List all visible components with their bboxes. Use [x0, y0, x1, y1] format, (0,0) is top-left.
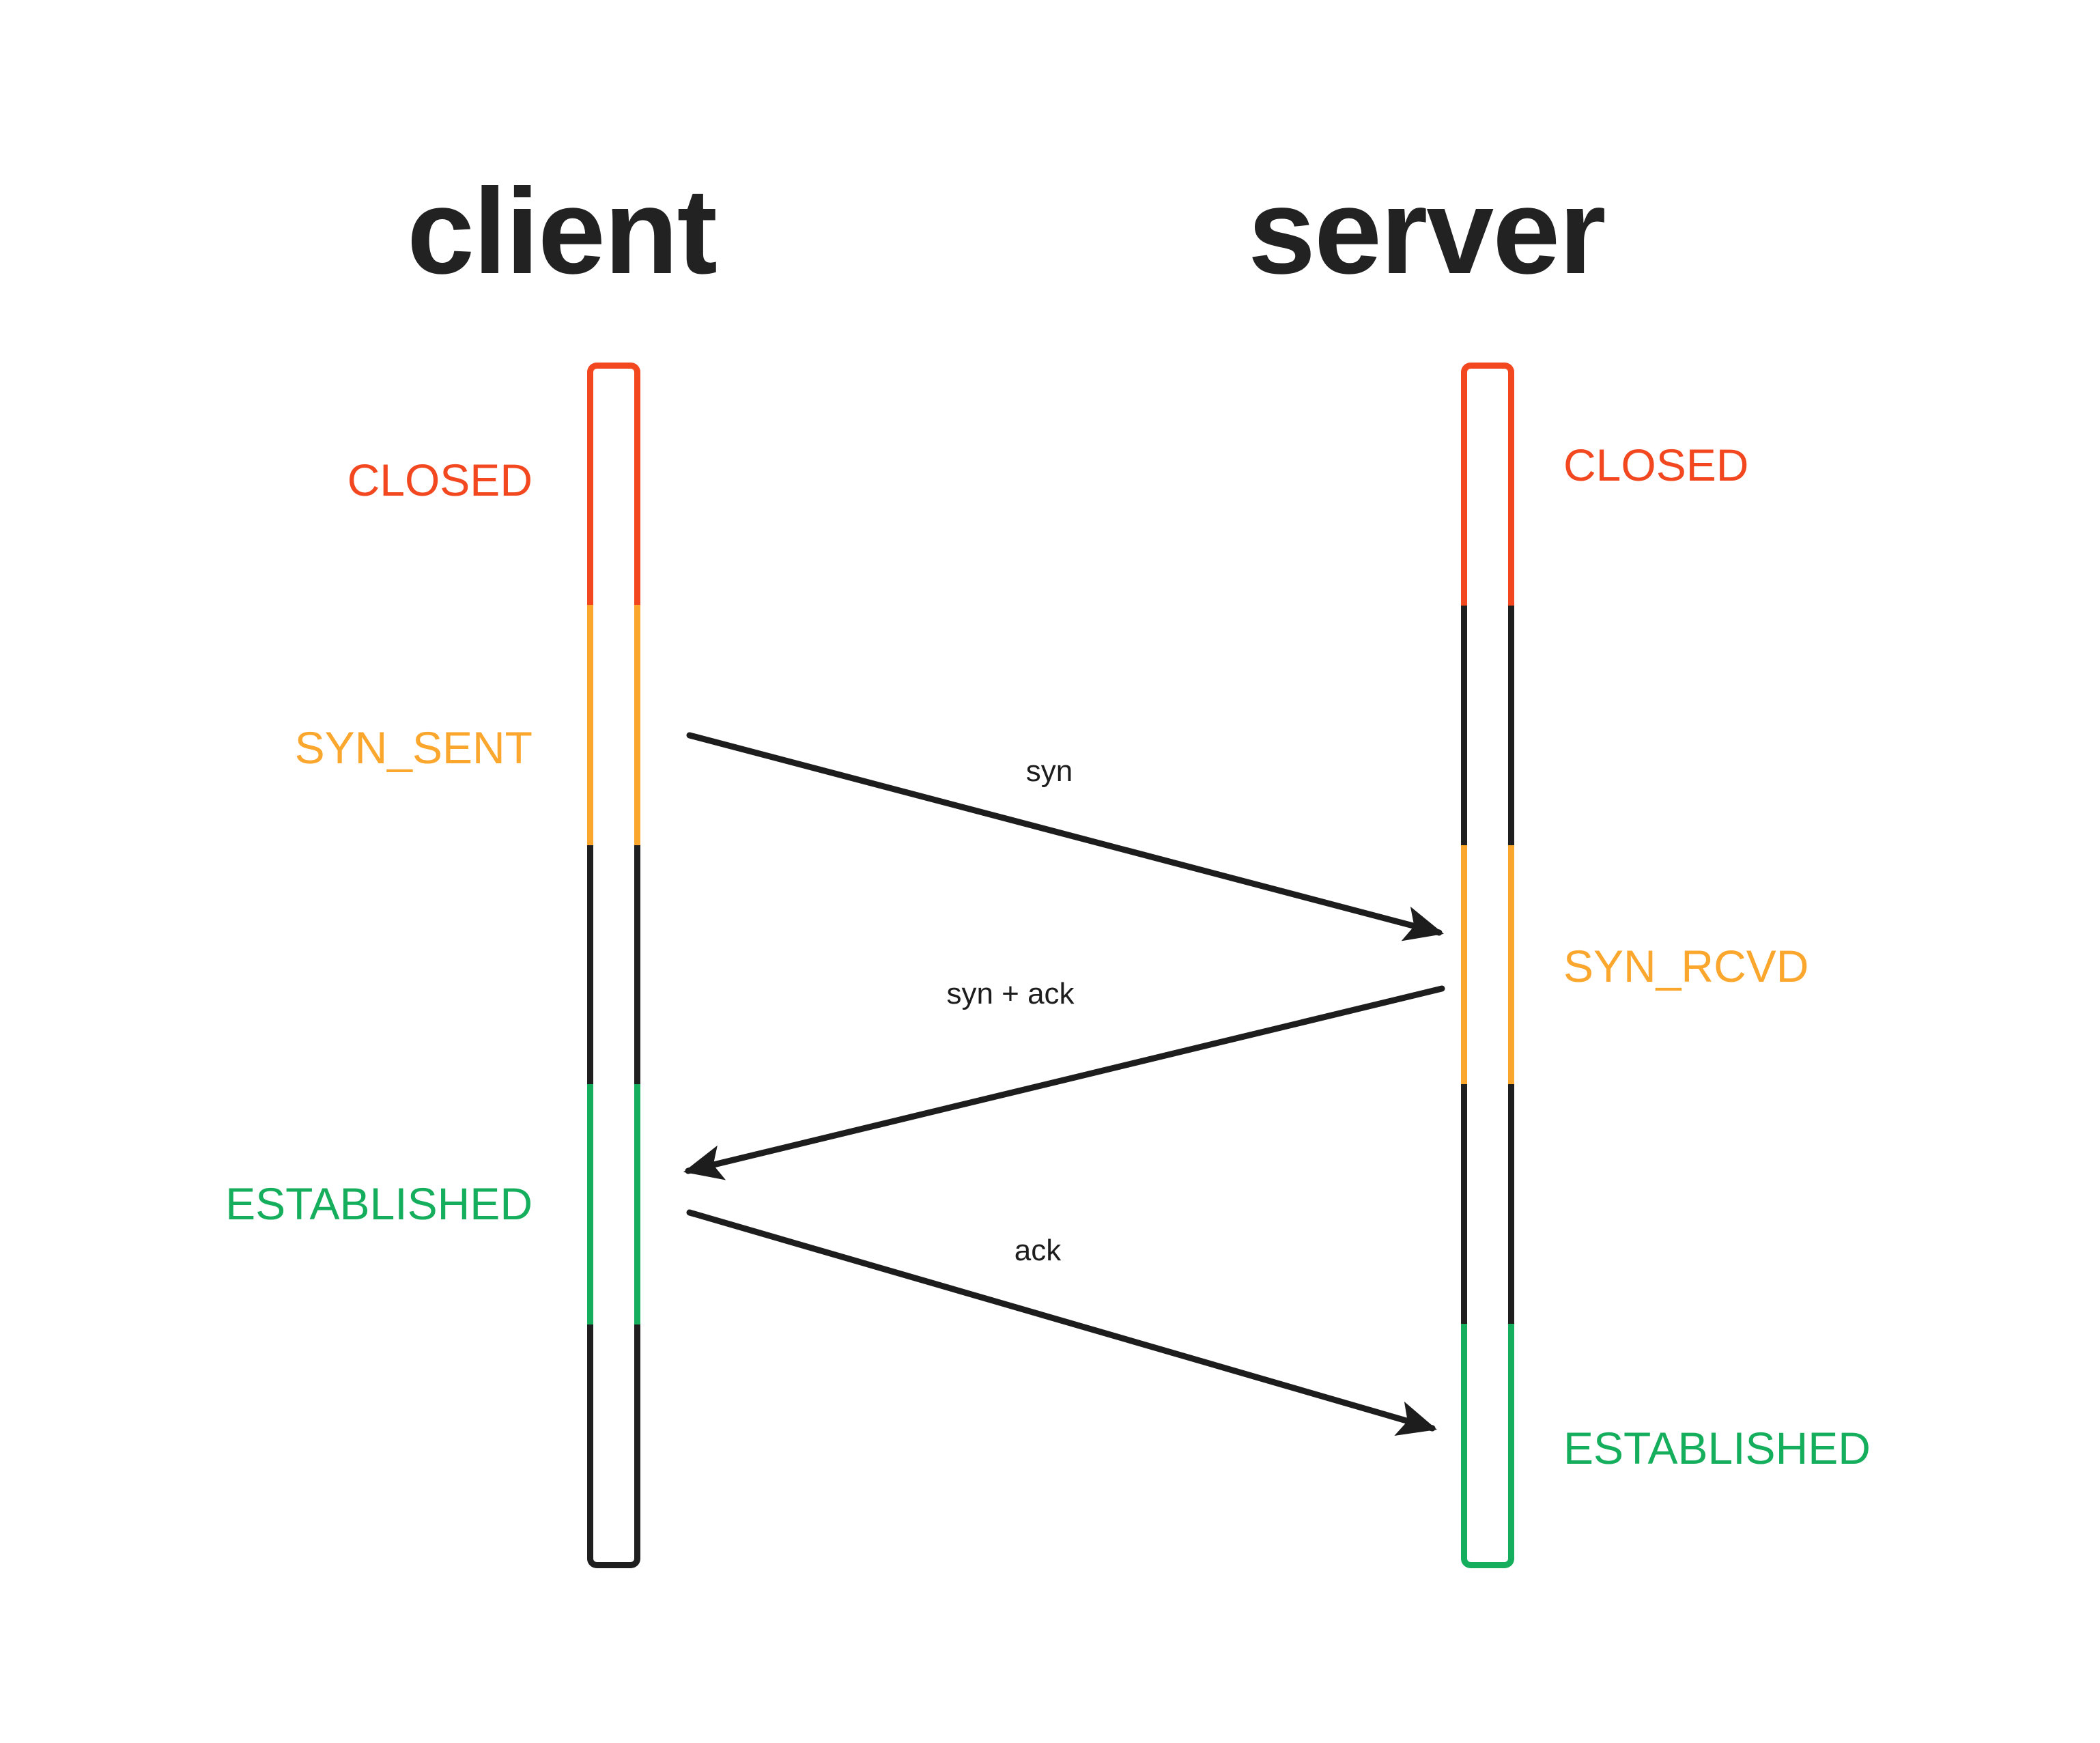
server-state-listen [1461, 606, 1514, 845]
server-label-closed: CLOSED [1563, 440, 1749, 490]
server-label-established: ESTABLISHED [1563, 1423, 1871, 1473]
client-state-closed [587, 363, 640, 605]
server-state-closed [1461, 363, 1514, 606]
arrow-syn-ack [683, 985, 1445, 1180]
client-label-syn-sent: SYN_SENT [294, 722, 533, 773]
client-label-established: ESTABLISHED [225, 1178, 533, 1229]
client-state-syn-sent [587, 605, 640, 845]
server-state-established [1461, 1324, 1514, 1568]
client-title: client [407, 163, 718, 299]
client-state-after [587, 1324, 640, 1568]
server-lifeline [1461, 363, 1514, 1568]
client-state-waiting [587, 845, 640, 1084]
server-state-syn-rcvd [1461, 845, 1514, 1084]
message-label-syn: syn [1025, 754, 1073, 788]
client-lifeline [587, 363, 640, 1568]
message-label-syn-ack: syn + ack [946, 977, 1075, 1010]
client-state-established [587, 1084, 640, 1324]
server-label-syn-rcvd: SYN_RCVD [1563, 941, 1809, 991]
server-title: server [1248, 163, 1606, 299]
server-state-waiting [1461, 1084, 1514, 1324]
message-label-ack: ack [1014, 1234, 1062, 1267]
client-label-closed: CLOSED [347, 455, 533, 505]
